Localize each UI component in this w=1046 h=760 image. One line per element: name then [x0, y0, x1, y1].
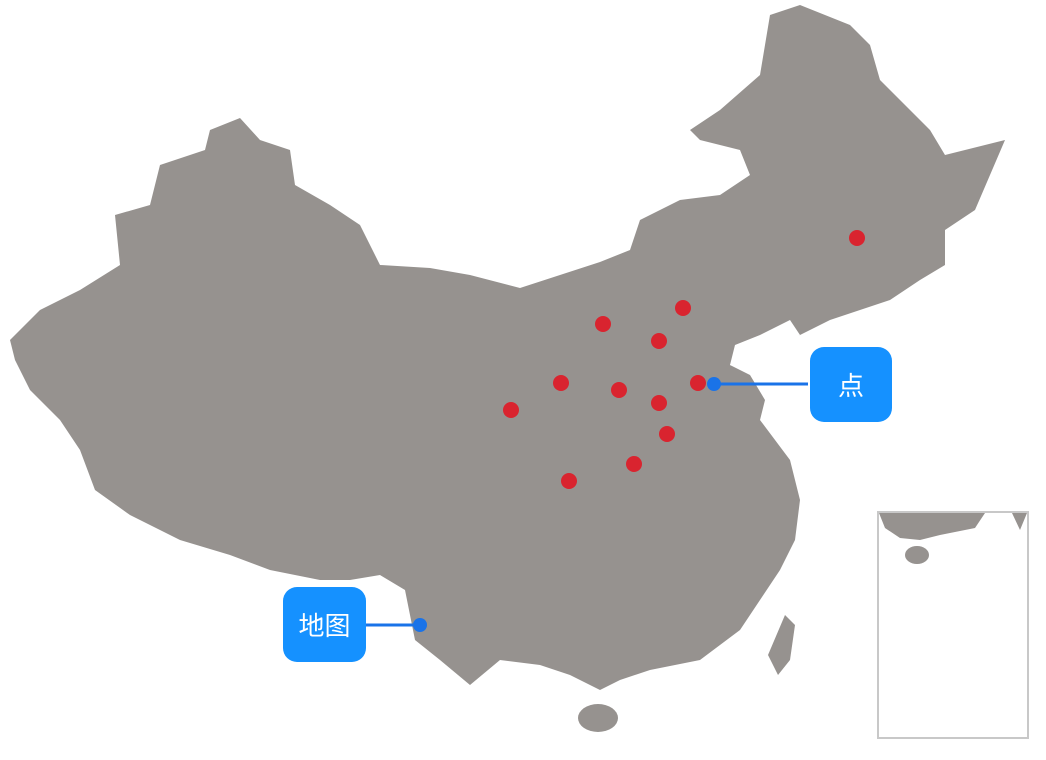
- point-callout-text: 点: [837, 372, 864, 402]
- hainan-island: [578, 704, 618, 732]
- point-callout: 点: [810, 347, 892, 422]
- point-leader-dot: [707, 377, 721, 391]
- south-china-sea-inset: [877, 511, 1029, 739]
- map-point-marker[interactable]: [611, 382, 627, 398]
- map-point-marker[interactable]: [675, 300, 691, 316]
- map-callout: 地图: [283, 587, 366, 662]
- map-point-marker[interactable]: [503, 402, 519, 418]
- map-point-marker[interactable]: [659, 426, 675, 442]
- inset-hainan: [905, 546, 929, 564]
- map-point-marker[interactable]: [690, 375, 706, 391]
- map-point-marker[interactable]: [561, 473, 577, 489]
- map-leader-dot: [413, 618, 427, 632]
- map-point-marker[interactable]: [651, 333, 667, 349]
- taiwan-island: [768, 615, 795, 675]
- china-mainland: [10, 5, 1005, 690]
- map-point-marker[interactable]: [553, 375, 569, 391]
- map-point-marker[interactable]: [849, 230, 865, 246]
- map-point-marker[interactable]: [595, 316, 611, 332]
- inset-coast: [879, 513, 1027, 540]
- bohai-sea: [730, 320, 800, 370]
- map-point-marker[interactable]: [626, 456, 642, 472]
- map-callout-text: 地图: [298, 612, 351, 642]
- map-point-marker[interactable]: [651, 395, 667, 411]
